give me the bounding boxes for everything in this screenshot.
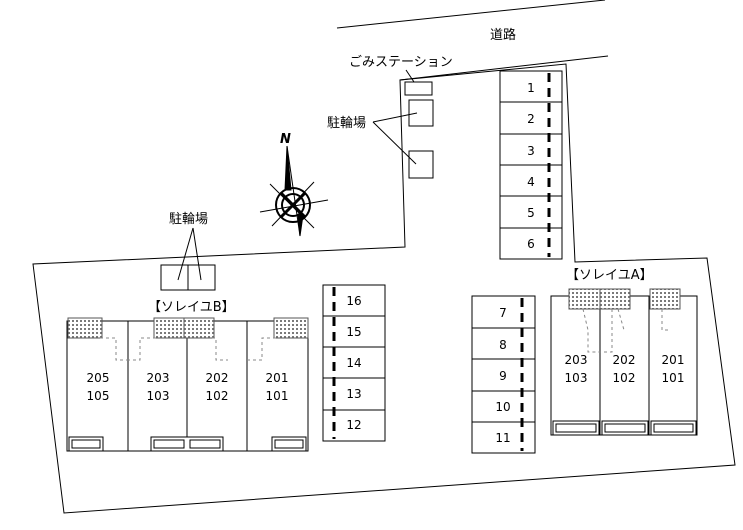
compass-north-arrow <box>284 145 292 191</box>
compass-north-label: N <box>280 132 291 147</box>
bike-parking-top-2 <box>408 150 434 179</box>
b-unit-101: 101 <box>266 389 289 403</box>
b-unit-205: 205 <box>87 371 110 385</box>
compass-outer-ring <box>275 187 311 223</box>
compass-rose <box>259 145 329 237</box>
parking-space-3: 3 <box>527 144 535 158</box>
b-unit-203: 203 <box>147 371 170 385</box>
parking-space-4: 4 <box>527 175 535 189</box>
parking-space-9: 9 <box>499 369 507 383</box>
bike-leader-top-1 <box>372 112 418 123</box>
parking-space-13: 13 <box>346 387 361 401</box>
building-b-hatch-3 <box>273 317 309 339</box>
bike-leader-left-2 <box>192 227 202 281</box>
parking-group-top: 1 2 3 4 5 6 <box>499 70 563 260</box>
a-unit-202: 202 <box>613 353 636 367</box>
bike-leader-top-2 <box>372 121 417 165</box>
a-unit-101: 101 <box>662 371 685 385</box>
b-unit-105: 105 <box>87 389 110 403</box>
bike-parking-left-label: 駐輪場 <box>169 211 208 227</box>
bike-parking-top-label: 駐輪場 <box>327 115 366 131</box>
a-unit-102: 102 <box>613 371 636 385</box>
b-unit-201: 201 <box>266 371 289 385</box>
building-b-hatch-1 <box>67 317 103 339</box>
garbage-station-leader <box>405 69 415 83</box>
road-edges <box>336 0 609 81</box>
parking-space-11: 11 <box>495 431 510 445</box>
a-unit-201: 201 <box>662 353 685 367</box>
parking-space-8: 8 <box>499 338 507 352</box>
parking-space-14: 14 <box>346 356 361 370</box>
a-unit-103: 103 <box>565 371 588 385</box>
parking-group-right: 7 8 9 10 11 <box>471 295 536 454</box>
parking-space-7: 7 <box>499 306 507 320</box>
lot-boundary <box>32 63 736 514</box>
road-edge-upper <box>336 0 606 29</box>
road-edge-lower <box>399 55 609 81</box>
parking-space-16: 16 <box>346 294 361 308</box>
building-a: 203 103 202 102 201 101 <box>550 288 698 436</box>
parking-space-2: 2 <box>527 112 535 126</box>
garbage-station <box>404 81 433 96</box>
b-unit-102: 102 <box>206 389 229 403</box>
parking-space-6: 6 <box>527 237 535 251</box>
parking-space-12: 12 <box>346 418 361 432</box>
building-b-label: 【ソレイユB】 <box>148 300 235 315</box>
a-unit-203: 203 <box>565 353 588 367</box>
building-a-label: 【ソレイユA】 <box>566 268 653 283</box>
building-b: 205 105 203 103 202 102 201 101 <box>66 317 309 452</box>
compass-inner-ring <box>281 193 305 217</box>
b-unit-103: 103 <box>147 389 170 403</box>
parking-space-15: 15 <box>346 325 361 339</box>
parking-space-5: 5 <box>527 206 535 220</box>
parking-space-10: 10 <box>495 400 510 414</box>
road-label: 道路 <box>490 27 516 43</box>
parking-space-1: 1 <box>527 81 535 95</box>
garbage-station-label: ごみステーション <box>349 54 453 70</box>
parking-group-middle: 16 15 14 13 12 <box>322 284 386 442</box>
b-unit-202: 202 <box>206 371 229 385</box>
bike-parking-top-1 <box>408 99 434 127</box>
building-a-hatch-2 <box>649 288 681 310</box>
bike-leader-left-1 <box>177 227 194 281</box>
